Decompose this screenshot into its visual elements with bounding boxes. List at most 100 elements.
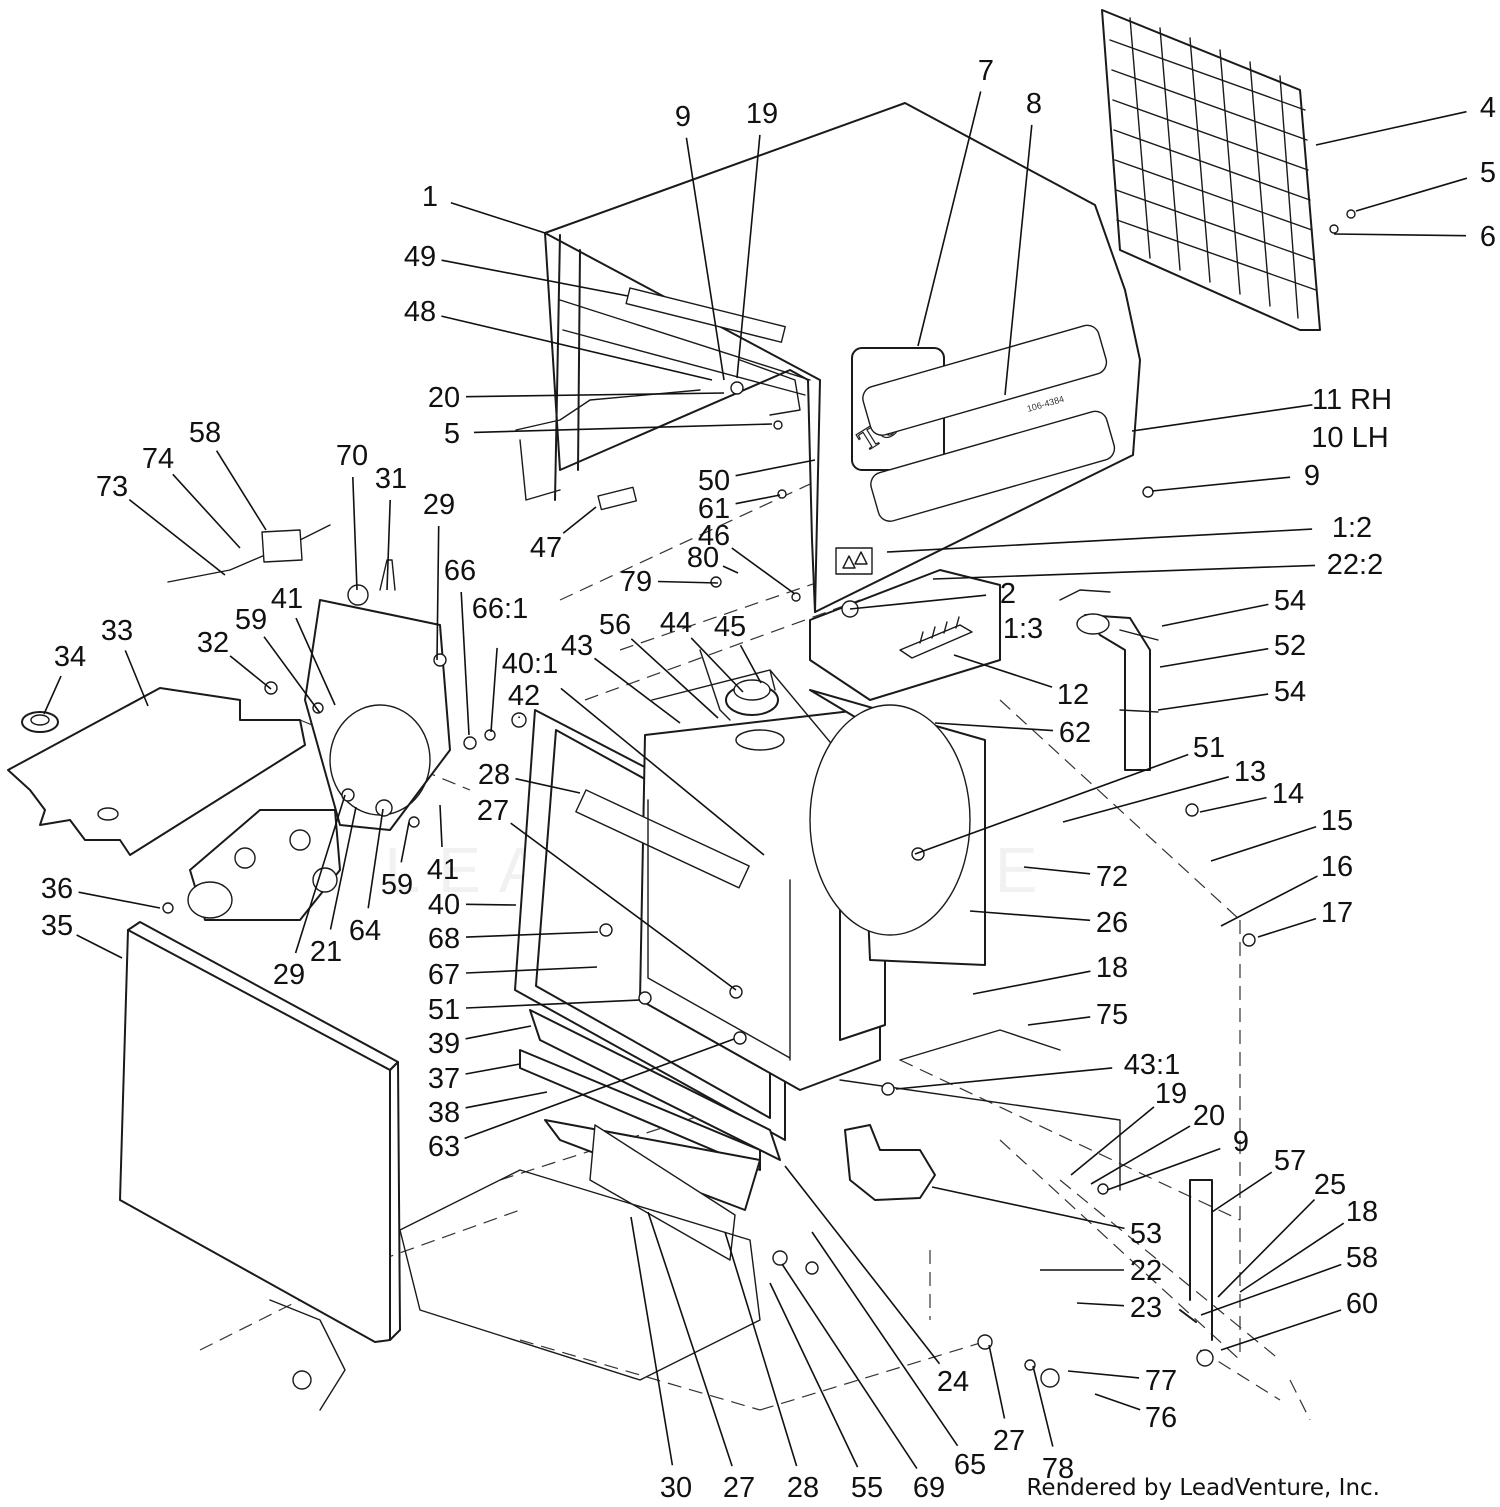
callout-leader-line	[465, 1091, 548, 1109]
callout-label: 58	[1346, 1242, 1378, 1274]
radiator-hose	[844, 1124, 936, 1201]
callout-leader-line	[769, 1282, 859, 1468]
callout-leaders	[43, 91, 1468, 1470]
callout-label: 45	[714, 611, 746, 643]
callout-label: 66:1	[472, 593, 528, 625]
callout-label: 70	[336, 440, 368, 472]
callout-leader-line	[515, 777, 581, 794]
callout-label: 54	[1274, 585, 1306, 617]
callout-leader-line	[78, 891, 161, 909]
callout-label: 66	[444, 555, 476, 587]
callout-label: 4	[1480, 92, 1496, 124]
callout-leader-line	[1220, 1309, 1342, 1351]
callout-leader-line	[1199, 796, 1267, 813]
callout-label: 34	[54, 641, 86, 673]
callout-label: 41	[271, 583, 303, 615]
callout-label: 43	[561, 630, 593, 662]
callout-leader-line	[464, 1038, 735, 1140]
callout-label: 40:1	[502, 648, 558, 680]
callout-leader-line	[352, 476, 358, 591]
callout-label: 74	[142, 443, 174, 475]
callout-label: 41	[427, 854, 459, 886]
callout-label: 32	[197, 627, 229, 659]
callout-leader-line	[934, 722, 1054, 732]
callout-label: 69	[913, 1472, 945, 1504]
callout-leader-line	[972, 970, 1091, 995]
callout-leader-line	[560, 687, 765, 856]
callout-label: 9	[1304, 460, 1320, 492]
callout-leader-line	[465, 1063, 521, 1075]
render-credit: Rendered by LeadVenture, Inc.	[1026, 1475, 1380, 1501]
callout-label: 20	[1193, 1100, 1225, 1132]
callout-label: 24	[937, 1366, 969, 1398]
callout-label: 39	[428, 1028, 460, 1060]
callout-label: 16	[1321, 851, 1353, 883]
callout-label: 55	[851, 1472, 883, 1504]
callout-leader-line	[76, 934, 123, 959]
access-panel	[809, 569, 1001, 701]
radiator-assembly	[514, 649, 986, 1261]
callout-label: 27	[477, 795, 509, 827]
callout-label: 33	[101, 615, 133, 647]
callout-leader-line	[1027, 1016, 1091, 1026]
callout-leader-line	[465, 392, 725, 398]
callout-label: 60	[1346, 1288, 1378, 1320]
callout-label: 38	[428, 1097, 460, 1129]
callout-leader-line	[736, 134, 761, 379]
callout-leader-line	[1131, 404, 1313, 432]
callout-label: 64	[349, 915, 381, 947]
callout-leader-line	[781, 1263, 918, 1470]
callout-label: 5	[444, 418, 460, 450]
callout-leader-line	[1032, 1365, 1054, 1447]
callout-leader-line	[1090, 1125, 1191, 1185]
callout-label: 47	[530, 532, 562, 564]
callout-leader-line	[465, 931, 599, 938]
callout-label: 31	[375, 463, 407, 495]
callout-label: 49	[404, 241, 436, 273]
callout-leader-line	[329, 806, 357, 930]
callout-label: 53	[1130, 1218, 1162, 1250]
callout-label: 36	[41, 873, 73, 905]
callout-leader-line	[562, 506, 597, 534]
callout-leader-line	[630, 1216, 674, 1466]
callout-leader-line	[690, 637, 744, 693]
callout-label: 19	[746, 98, 778, 130]
callout-label: 2	[1000, 578, 1016, 610]
callout-label: 65	[954, 1449, 986, 1481]
callout-leader-line	[490, 647, 498, 733]
callout-label: 18	[1096, 952, 1128, 984]
callout-leader-line	[1217, 1199, 1316, 1298]
callout-leader-line	[1211, 1171, 1273, 1213]
callout-leader-line	[465, 966, 598, 974]
callout-leader-line	[263, 636, 321, 714]
callout-leader-line	[1239, 1222, 1345, 1293]
callout-label: 62	[1059, 717, 1091, 749]
callout-leader-line	[849, 594, 987, 610]
callout-label: 72	[1096, 861, 1128, 893]
callout-label: 1:2	[1332, 512, 1372, 544]
callout-label: 5	[1480, 157, 1496, 189]
callout-leader-line	[1257, 917, 1317, 938]
callout-leader-line	[294, 794, 346, 954]
callout-label: 75	[1096, 999, 1128, 1031]
callout-leader-line	[731, 547, 796, 595]
callout-leader-line	[215, 450, 267, 531]
callout-leader-line	[969, 910, 1091, 922]
callout-label: 25	[1314, 1169, 1346, 1201]
callout-label: 35	[41, 910, 73, 942]
callout-label: 1:3	[1003, 613, 1043, 645]
callout-leader-line	[1151, 476, 1291, 492]
callout-label: 13	[1234, 756, 1266, 788]
side-screen-panel	[119, 921, 401, 1343]
callout-leader-line	[724, 1231, 798, 1467]
callout-label: 1	[422, 181, 438, 213]
callout-label: 6	[1480, 221, 1496, 253]
callout-leader-line	[1023, 866, 1091, 875]
callout-label: 12	[1057, 679, 1089, 711]
callout-leader-line	[647, 1211, 733, 1467]
callout-leader-line	[811, 1231, 959, 1447]
callout-label: 23	[1130, 1292, 1162, 1324]
callout-leader-line	[441, 315, 713, 381]
callout-leader-line	[1070, 1106, 1155, 1176]
callout-leader-line	[172, 473, 241, 549]
